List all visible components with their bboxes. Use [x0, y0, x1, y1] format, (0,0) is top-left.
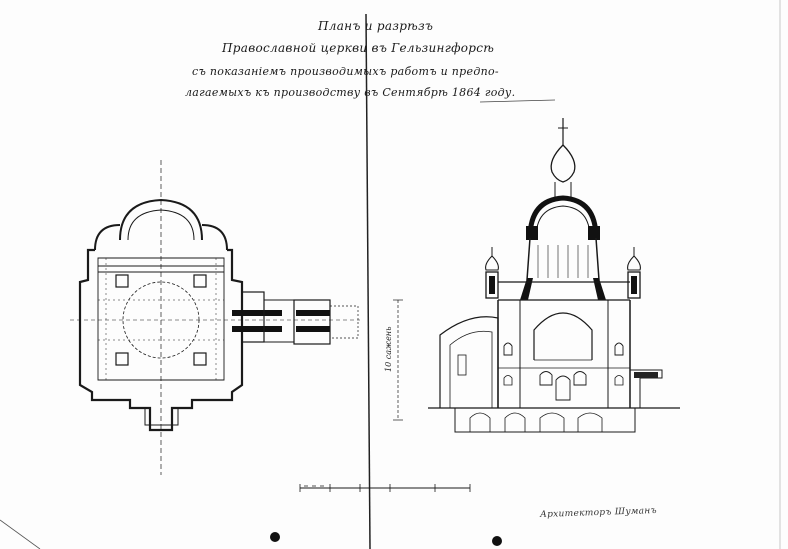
title-underline	[479, 99, 556, 103]
plan-pier	[115, 274, 129, 288]
church-plan	[70, 160, 360, 475]
plan-side-apse-right	[201, 224, 228, 251]
section-foundation	[454, 407, 636, 433]
church-section	[393, 118, 680, 433]
section-central-arch	[533, 312, 593, 360]
title-line-1: Планъ и разрѣзъ	[318, 19, 434, 33]
plan-side-apse-left	[94, 224, 121, 251]
section-dome-drum	[526, 237, 600, 281]
punch-hole	[492, 536, 502, 546]
center-fold-line	[365, 13, 371, 549]
punch-hole	[270, 532, 280, 542]
plan-west-wing	[232, 291, 359, 345]
height-annotation: 10 сажень	[384, 326, 393, 372]
plan-pier	[193, 274, 207, 288]
edge-line-left	[0, 519, 41, 549]
plan-pier	[115, 352, 129, 366]
plan-apse	[119, 198, 203, 241]
plan-pier	[193, 352, 207, 366]
section-west-annex	[439, 316, 499, 408]
section-east-annex	[630, 369, 663, 408]
section-nave-walls	[497, 300, 631, 408]
section-side-dome-right	[627, 247, 641, 299]
section-main-dome	[527, 195, 599, 239]
plan-porch	[144, 408, 179, 426]
title-line-3: съ показаніемъ производимыхъ работъ и пр…	[192, 65, 499, 78]
section-side-dome-left	[485, 247, 499, 299]
section-onion-dome	[550, 144, 576, 183]
title-line-4: лагаемыхъ къ производству въ Сентябрѣ 18…	[185, 86, 516, 99]
plan-dome-circle	[122, 281, 200, 359]
scale-bar	[299, 484, 471, 492]
title-line-2: Православной церкви въ Гельзингфорсѣ	[222, 41, 495, 55]
